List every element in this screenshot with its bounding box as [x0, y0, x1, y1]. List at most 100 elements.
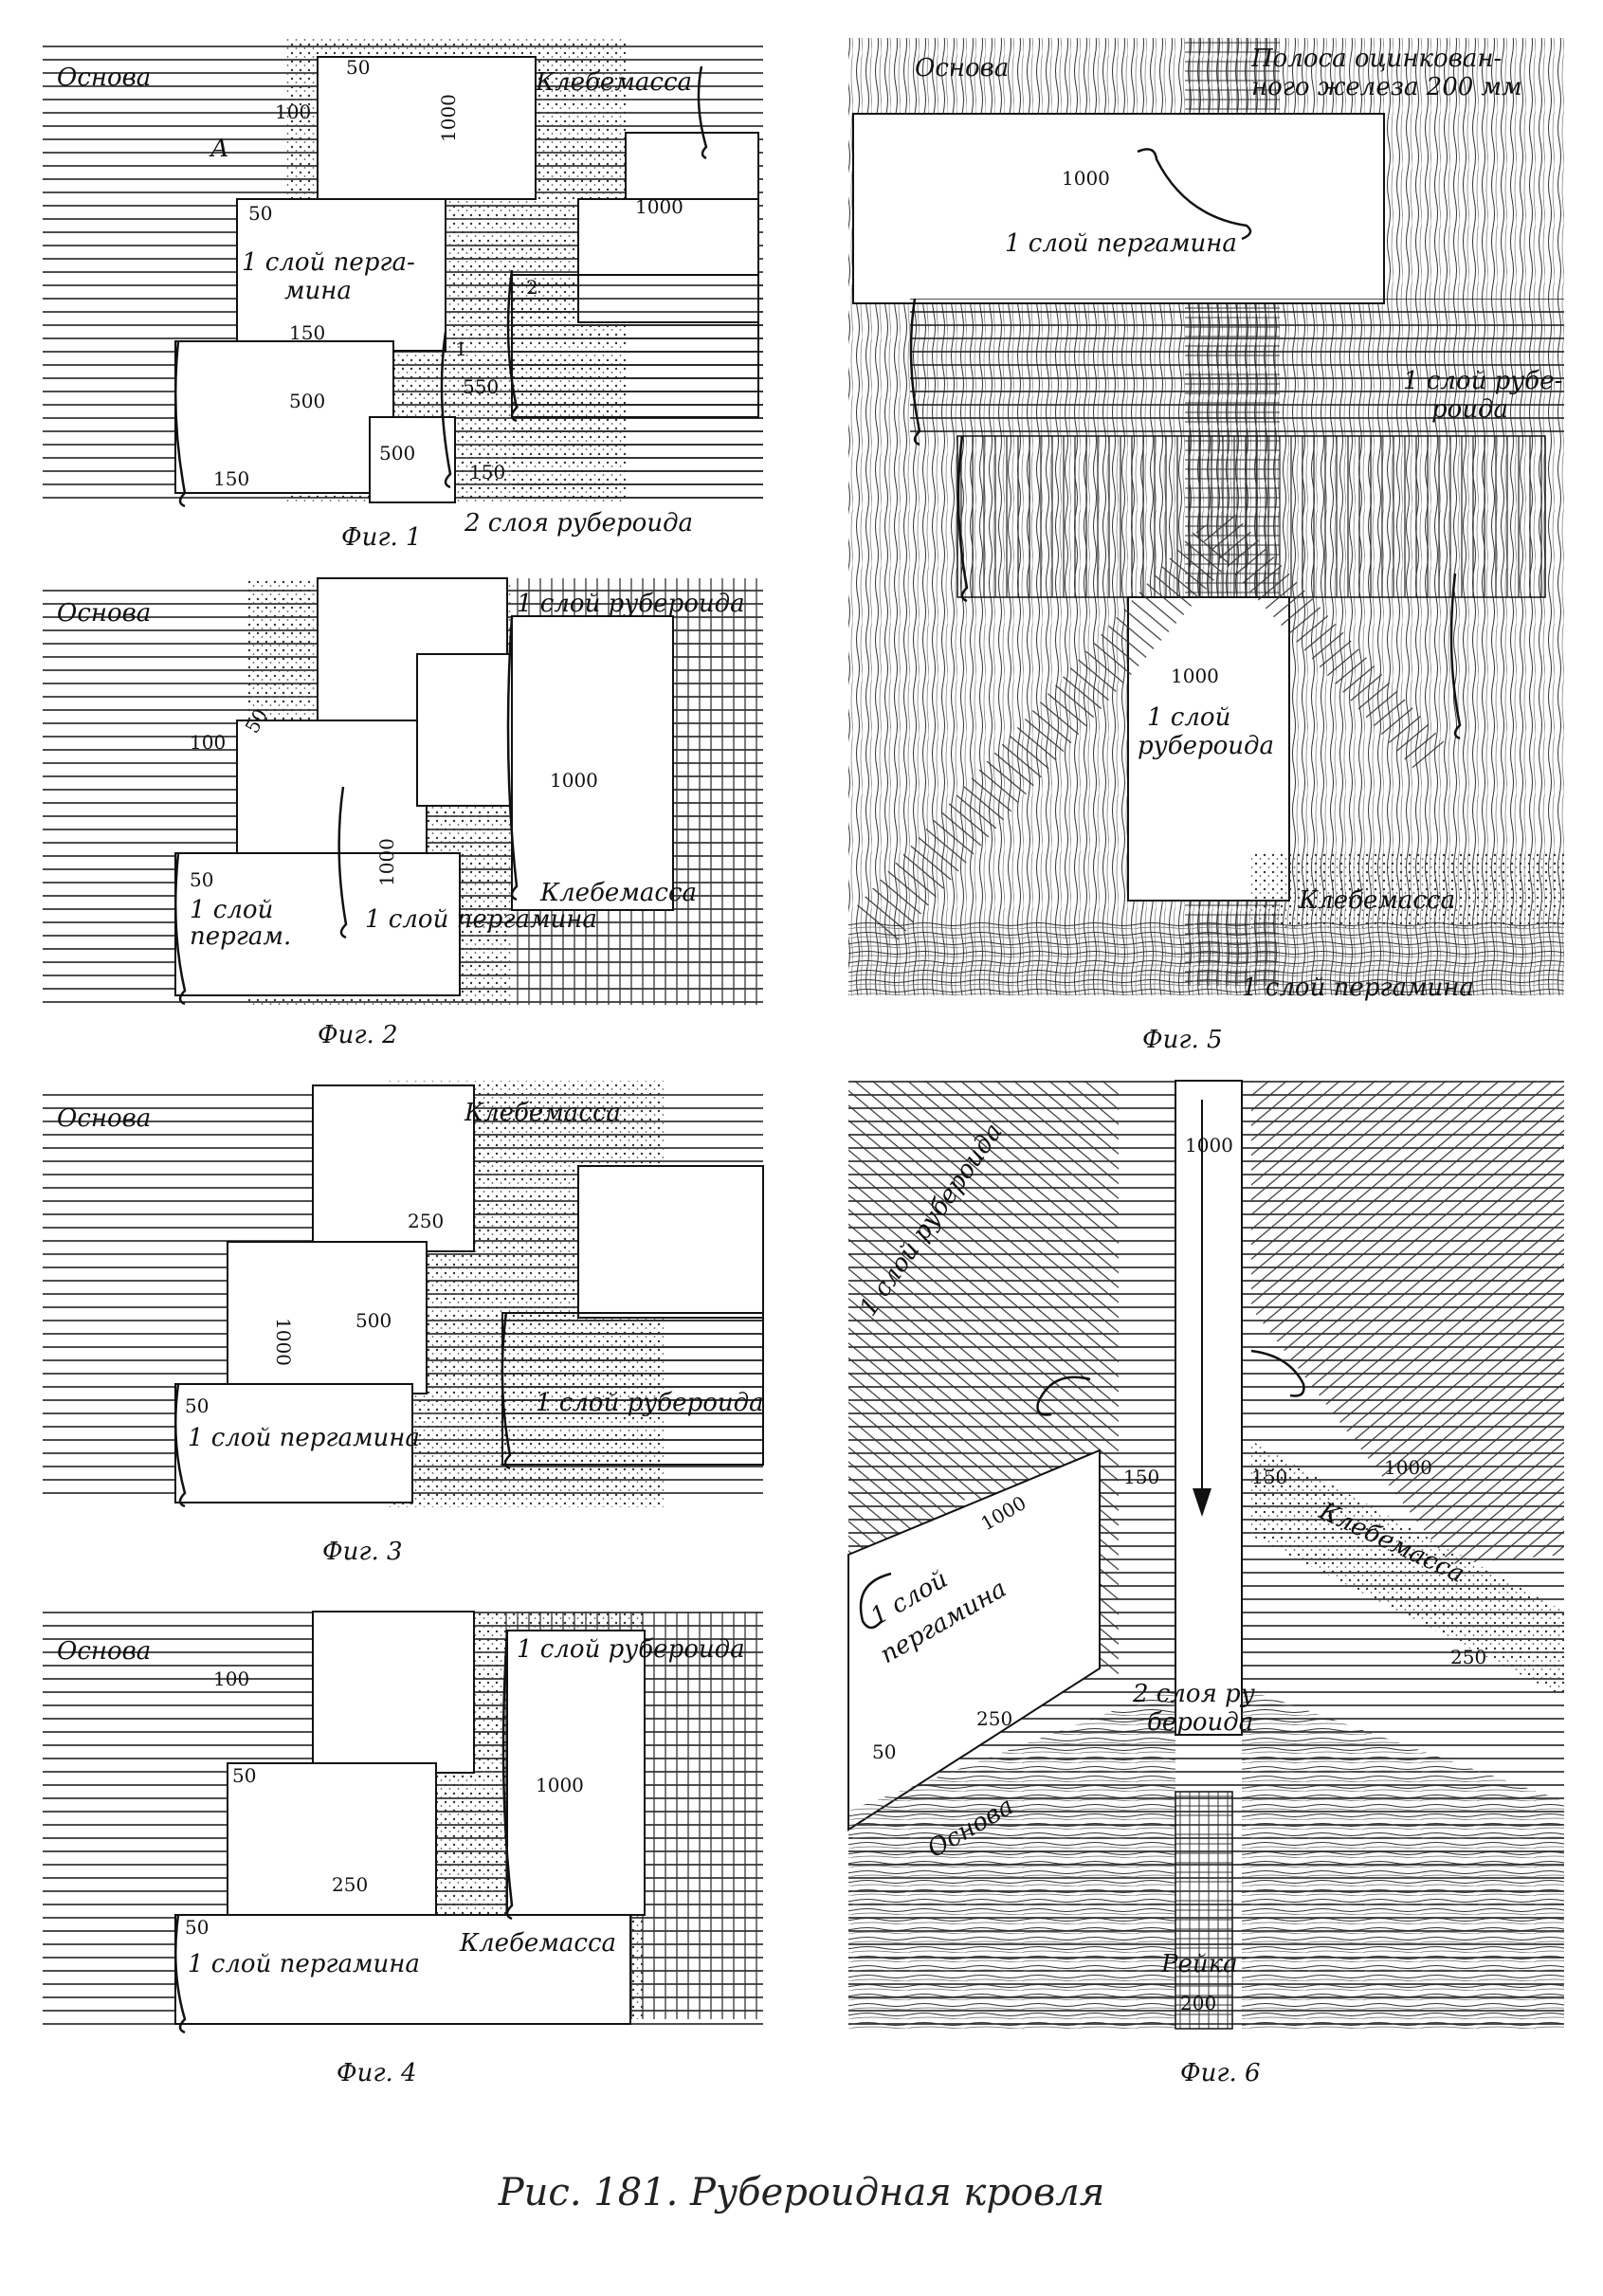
- fig2-label-base: Основа: [57, 599, 151, 628]
- fig5-dim-0: 1000: [1062, 167, 1110, 190]
- fig3-ruberoid-sheet-1: [577, 1165, 764, 1319]
- fig2-dim-4: 50: [190, 868, 213, 891]
- fig5-roll-2: [956, 435, 969, 603]
- fig1-roll-3: [506, 269, 519, 423]
- fig6-label-ruberoid2-a: 2 слоя ру: [1132, 1680, 1255, 1708]
- fig2-ruberoid-sheet-2: [511, 615, 674, 911]
- fig1-label-base: Основа: [57, 64, 151, 92]
- fig1-dim-4: 50: [248, 202, 272, 225]
- fig5-ruberoid-sheet: [1127, 596, 1290, 902]
- fig6-dim-0: 1000: [1185, 1134, 1233, 1157]
- fig4-roll-2: [501, 1630, 514, 1921]
- fig3-pergamin-sheet-2: [227, 1241, 428, 1394]
- figure-1: Основа Клебемасса 1 слой перга- мина 2 с…: [43, 38, 763, 552]
- fig4-label-base: Основа: [57, 1637, 151, 1666]
- fig6-caption: Фиг. 6: [1180, 2059, 1261, 2087]
- fig1-dim-0: 50: [346, 56, 370, 79]
- fig3-dim-3: 50: [185, 1394, 209, 1417]
- fig5-label-ruberoid-a: 1 слой рубе-: [1403, 367, 1562, 395]
- fig6-dim-6: 250: [976, 1707, 1012, 1730]
- figure-4: Основа 1 слой рубероида Клебемасса 1 сло…: [43, 1611, 763, 2087]
- fig1-sheet-right-3: [511, 274, 759, 418]
- fig3-dim-0: 250: [408, 1210, 444, 1232]
- fig5-base-bottom: [848, 920, 1564, 995]
- fig1-label-ruberoid2: 2 слоя рубероида: [464, 509, 693, 538]
- fig4-dim-1: 50: [232, 1764, 256, 1787]
- fig5-roll-1: [909, 298, 921, 446]
- fig6-valley-gutter: [1175, 1080, 1243, 1736]
- fig3-roll-2: [501, 1312, 512, 1470]
- figure-2: Основа 1 слой рубероида Клебемасса 1 сло…: [43, 577, 763, 1049]
- fig1-label-pergamin-b: мина: [284, 277, 352, 305]
- fig6-roll-2: [1250, 1349, 1305, 1397]
- fig4-dim-4: 50: [185, 1916, 209, 1939]
- fig1-pergamin-sheet-1: [317, 56, 537, 200]
- fig1-dim-12: 1: [455, 337, 467, 360]
- fig1-roll-2: [440, 331, 452, 489]
- fig6-left-pergamin: [847, 1449, 1101, 1831]
- fig1-label-pergamin-a: 1 слой перга-: [242, 248, 415, 277]
- fig1-dim-7: 550: [463, 375, 499, 398]
- fig6-label-ruberoid2-b: бероида: [1147, 1708, 1253, 1737]
- fig2-label-ruberoid: 1 слой рубероида: [517, 590, 745, 618]
- fig6-dim-5: 250: [1450, 1646, 1486, 1668]
- fig6-flow-arrow-head: [1193, 1488, 1211, 1517]
- fig5-caption: Фиг. 5: [1142, 1026, 1223, 1054]
- fig1-dim-11: 2: [526, 276, 538, 299]
- fig1-dim-5: 150: [289, 321, 325, 344]
- fig1-label-letter-a: А: [209, 135, 229, 163]
- fig1-dim-6: 500: [289, 390, 325, 412]
- fig5-label-strip-b: ного железа 200 мм: [1251, 73, 1522, 101]
- fig6-base-right: [1242, 1687, 1564, 2029]
- figure-3: Основа Клебемасса 1 слой рубероида 1 сло…: [43, 1081, 764, 1566]
- fig3-label-pergamin: 1 слой пергамина: [188, 1424, 420, 1452]
- fig6-dim-3: 1000: [1384, 1456, 1432, 1479]
- fig3-dim-2: 500: [355, 1309, 392, 1332]
- fig5-mastic-band: [1251, 853, 1564, 929]
- fig6-label-rail: Рейка: [1160, 1950, 1238, 1978]
- fig4-dim-2: 1000: [536, 1774, 584, 1796]
- fig4-dim-3: 250: [332, 1873, 368, 1896]
- fig5-label-pergamin-top: 1 слой пергамина: [1005, 229, 1237, 258]
- fig4-dim-0: 100: [213, 1667, 249, 1690]
- fig5-roll-3: [1449, 573, 1462, 740]
- fig4-roll-1: [173, 1914, 187, 2034]
- fig3-ruberoid-sheet-2: [501, 1312, 764, 1466]
- fig6-dim-8: 200: [1180, 1992, 1216, 2014]
- fig1-dim-2: 1000: [437, 94, 460, 142]
- fig2-roll-3: [506, 615, 519, 902]
- fig1-pergamin-sheet-3: [174, 340, 394, 494]
- fig5-roll-4: [1137, 148, 1252, 241]
- fig1-roll-4: [697, 65, 708, 160]
- fig4-caption: Фиг. 4: [337, 2059, 417, 2087]
- fig1-label-mastic: Клебемасса: [535, 68, 692, 97]
- fig6-dim-7: 50: [872, 1740, 896, 1763]
- fig1-dim-8: 500: [379, 442, 415, 465]
- fig1-dim-10: 150: [469, 461, 505, 483]
- fig2-pergamin-sheet-2: [236, 720, 428, 864]
- fig6-base-left: [848, 1687, 1175, 2029]
- fig5-label-base: Основа: [915, 54, 1009, 82]
- fig2-caption: Фиг. 2: [318, 1021, 398, 1049]
- fig6-dim-1: 150: [1123, 1466, 1159, 1488]
- fig6-roll-3: [859, 1572, 892, 1630]
- fig4-label-mastic: Клебемасса: [459, 1929, 616, 1958]
- fig4-ruberoid-sheet: [506, 1630, 646, 1916]
- fig4-label-ruberoid: 1 слой рубероида: [517, 1635, 745, 1664]
- figure-caption: Рис. 181. Рубероидная кровля: [498, 2171, 1105, 2214]
- figure-6: 1 слой рубероида 1 слой пергамина Клебем…: [847, 1080, 1564, 2087]
- fig1-caption: Фиг. 1: [341, 523, 422, 552]
- fig5-ruberoid-band: [910, 299, 1564, 436]
- fig6-dim-2: 150: [1251, 1466, 1287, 1488]
- fig5-label-strip-a: Полоса оцинкован-: [1250, 45, 1502, 73]
- fig2-label-pergam-a: 1 слой: [190, 896, 273, 924]
- fig1-roll-1: [173, 340, 187, 508]
- fig2-label-pergam-b: пергам.: [190, 922, 291, 951]
- figure-5: Основа Полоса оцинкован- ного железа 200…: [848, 38, 1564, 1054]
- fig5-diagonal-strip-left: [853, 531, 1232, 948]
- fig4-pergamin-sheet-2: [227, 1762, 437, 1925]
- fig1-dim-9: 150: [213, 467, 249, 490]
- fig2-label-pergamin: 1 слой пергамина: [365, 905, 597, 934]
- fig4-pergamin-sheet-3: [174, 1914, 631, 2025]
